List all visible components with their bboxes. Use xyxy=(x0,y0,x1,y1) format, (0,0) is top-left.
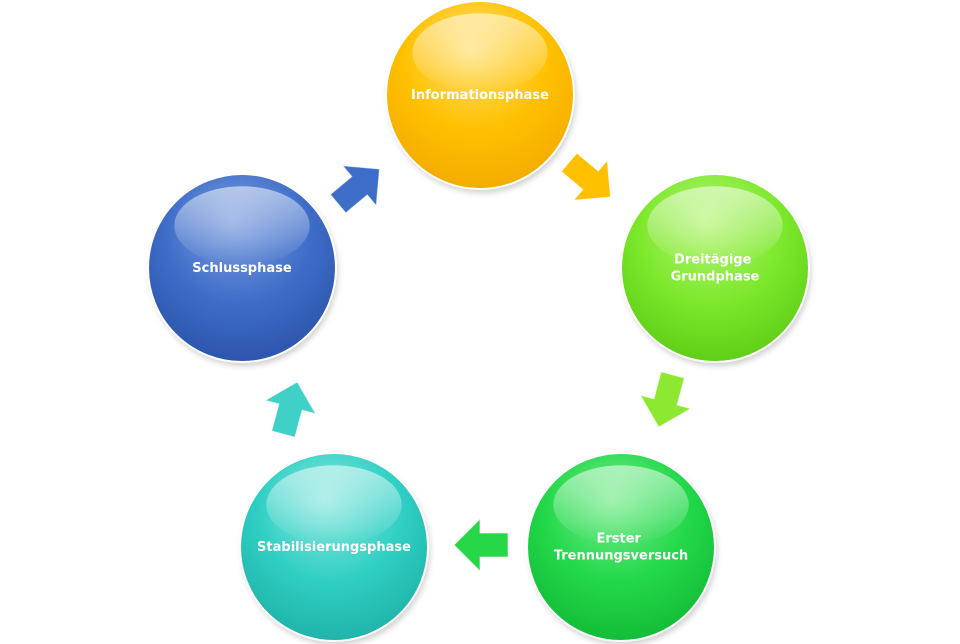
arrow-trennung-to-stabil xyxy=(453,517,509,573)
phase-label-schlussphase: Schlussphase xyxy=(192,261,292,276)
arrow-schluss-to-info xyxy=(329,165,380,214)
arrows-layer xyxy=(264,152,692,573)
phase-schlussphase: Schlussphase xyxy=(147,173,338,366)
phase-erster-trennungsversuch: Erster Trennungsversuch xyxy=(526,452,717,644)
phase-label-grundphase: Grundphase xyxy=(671,270,760,285)
svg-text:Schlussphase: Schlussphase xyxy=(192,261,292,276)
phase-dreitaegige-grundphase: Dreitägige Grundphase xyxy=(620,173,811,366)
svg-text:Stabilisierungsphase: Stabilisierungsphase xyxy=(257,540,411,555)
svg-text:Informationsphase: Informationsphase xyxy=(411,88,549,103)
phase-stabilisierungsphase: Stabilisierungsphase xyxy=(239,452,430,644)
arrow-stabil-to-schluss xyxy=(264,381,317,438)
arrow-grund-to-trennung xyxy=(639,371,692,428)
phase-label-trennungsversuch: Trennungsversuch xyxy=(554,549,688,564)
phase-label-stabilisierungsphase: Stabilisierungsphase xyxy=(257,540,411,555)
phase-label-dreitaegige: Dreitägige xyxy=(674,253,752,268)
phases-layer: Informationsphase Dreitägige Grundphase … xyxy=(147,0,811,644)
svg-text:Dreitägige Grundphase: Dreitägige Grundphase xyxy=(671,253,760,285)
phase-informationsphase: Informationsphase xyxy=(385,0,576,193)
phase-label-erster: Erster xyxy=(596,532,641,547)
arrow-info-to-grund xyxy=(560,152,611,201)
phase-label-informationsphase: Informationsphase xyxy=(411,88,549,103)
svg-text:Erster Trennungsversuc: Erster Trennungsversuch xyxy=(554,532,688,564)
